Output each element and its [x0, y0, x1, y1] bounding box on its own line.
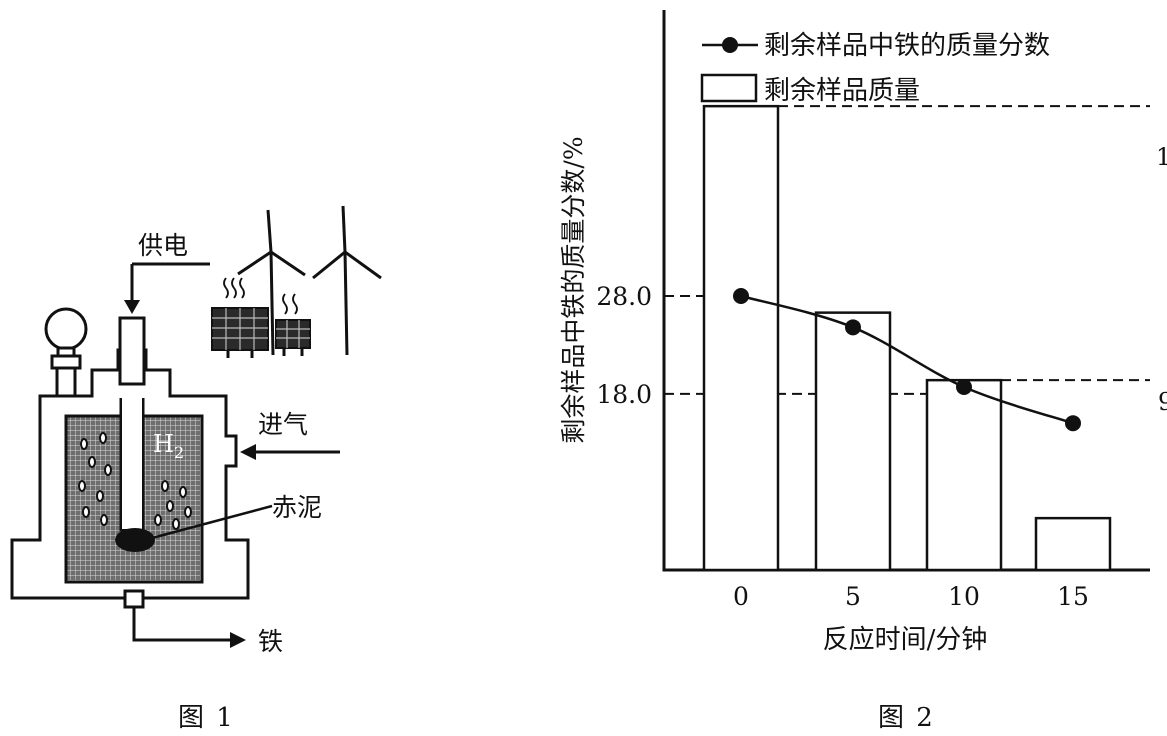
mass-bar	[814, 311, 892, 572]
gas-inlet-label: 进气	[258, 410, 308, 439]
gas-inlet-arrow-icon	[240, 444, 256, 460]
x-tick-label: 10	[948, 582, 980, 611]
iron-fraction-line	[740, 294, 1074, 425]
x-tick-label: 0	[733, 582, 749, 611]
legend-bar-swatch	[700, 73, 758, 103]
figure-1-caption: 图 1	[178, 703, 235, 733]
solar-panel-small-icon	[275, 293, 311, 356]
x-tick-labels: 0 5 10 15	[733, 582, 1089, 611]
legend-line-label: 剩余样品中铁的质量分数	[764, 31, 1050, 61]
wind-turbine-icon	[237, 209, 306, 356]
solar-panel-icon	[211, 277, 269, 358]
iron-fraction-point	[733, 288, 749, 304]
red-mud-blob	[115, 528, 155, 552]
power-supply-label: 供电	[138, 231, 188, 260]
figure-2-chart: 18.0 28.0 0 5 10 15 1 9 剩余样品中铁的质量分数 剩余样品质量 剩…	[559, 10, 1167, 655]
legend-bar-label: 剩余样品质量	[764, 76, 920, 106]
mass-bar	[702, 104, 780, 572]
iron-fraction-points	[733, 288, 1081, 432]
legend-point-swatch	[722, 37, 738, 53]
iron-fraction-point	[956, 379, 972, 396]
chart-legend: 剩余样品中铁的质量分数 剩余样品质量	[700, 31, 1050, 106]
red-mud-leader-line	[151, 504, 273, 540]
right-axis-label-mid: 9	[1158, 388, 1167, 416]
right-axis-label-top: 1	[1156, 143, 1167, 171]
y-tick-label: 18.0	[596, 380, 652, 409]
x-axis-title: 反应时间/分钟	[823, 625, 988, 655]
hydrogen-bubbles	[78, 432, 192, 530]
x-tick-label: 5	[845, 582, 861, 611]
figure-2-caption: 图 2	[878, 703, 935, 733]
red-mud-label: 赤泥	[272, 493, 322, 522]
power-arrow-head-icon	[124, 300, 140, 314]
iron-fraction-point	[1065, 415, 1081, 432]
mass-bar	[925, 378, 1003, 572]
iron-outlet-valve	[123, 589, 145, 609]
y-tick-labels: 18.0 28.0	[596, 282, 652, 409]
power-electrode	[118, 316, 146, 386]
iron-output-label: 铁	[258, 627, 283, 656]
iron-outlet-arrow-icon	[230, 632, 246, 648]
wind-turbine-icon-2	[312, 205, 382, 356]
iron-outlet-pipe	[132, 607, 230, 642]
figure-1-reactor-diagram: H2	[10, 205, 382, 656]
mass-bar	[1034, 516, 1112, 572]
hydrogen-label: H2	[153, 430, 184, 462]
y-tick-label: 28.0	[596, 282, 652, 311]
x-tick-label: 15	[1057, 582, 1089, 611]
y-axis-title: 剩余样品中铁的质量分数/%	[559, 136, 588, 443]
pressure-gauge-icon	[44, 307, 88, 398]
iron-fraction-point	[845, 319, 861, 336]
mass-bars	[702, 104, 1112, 572]
